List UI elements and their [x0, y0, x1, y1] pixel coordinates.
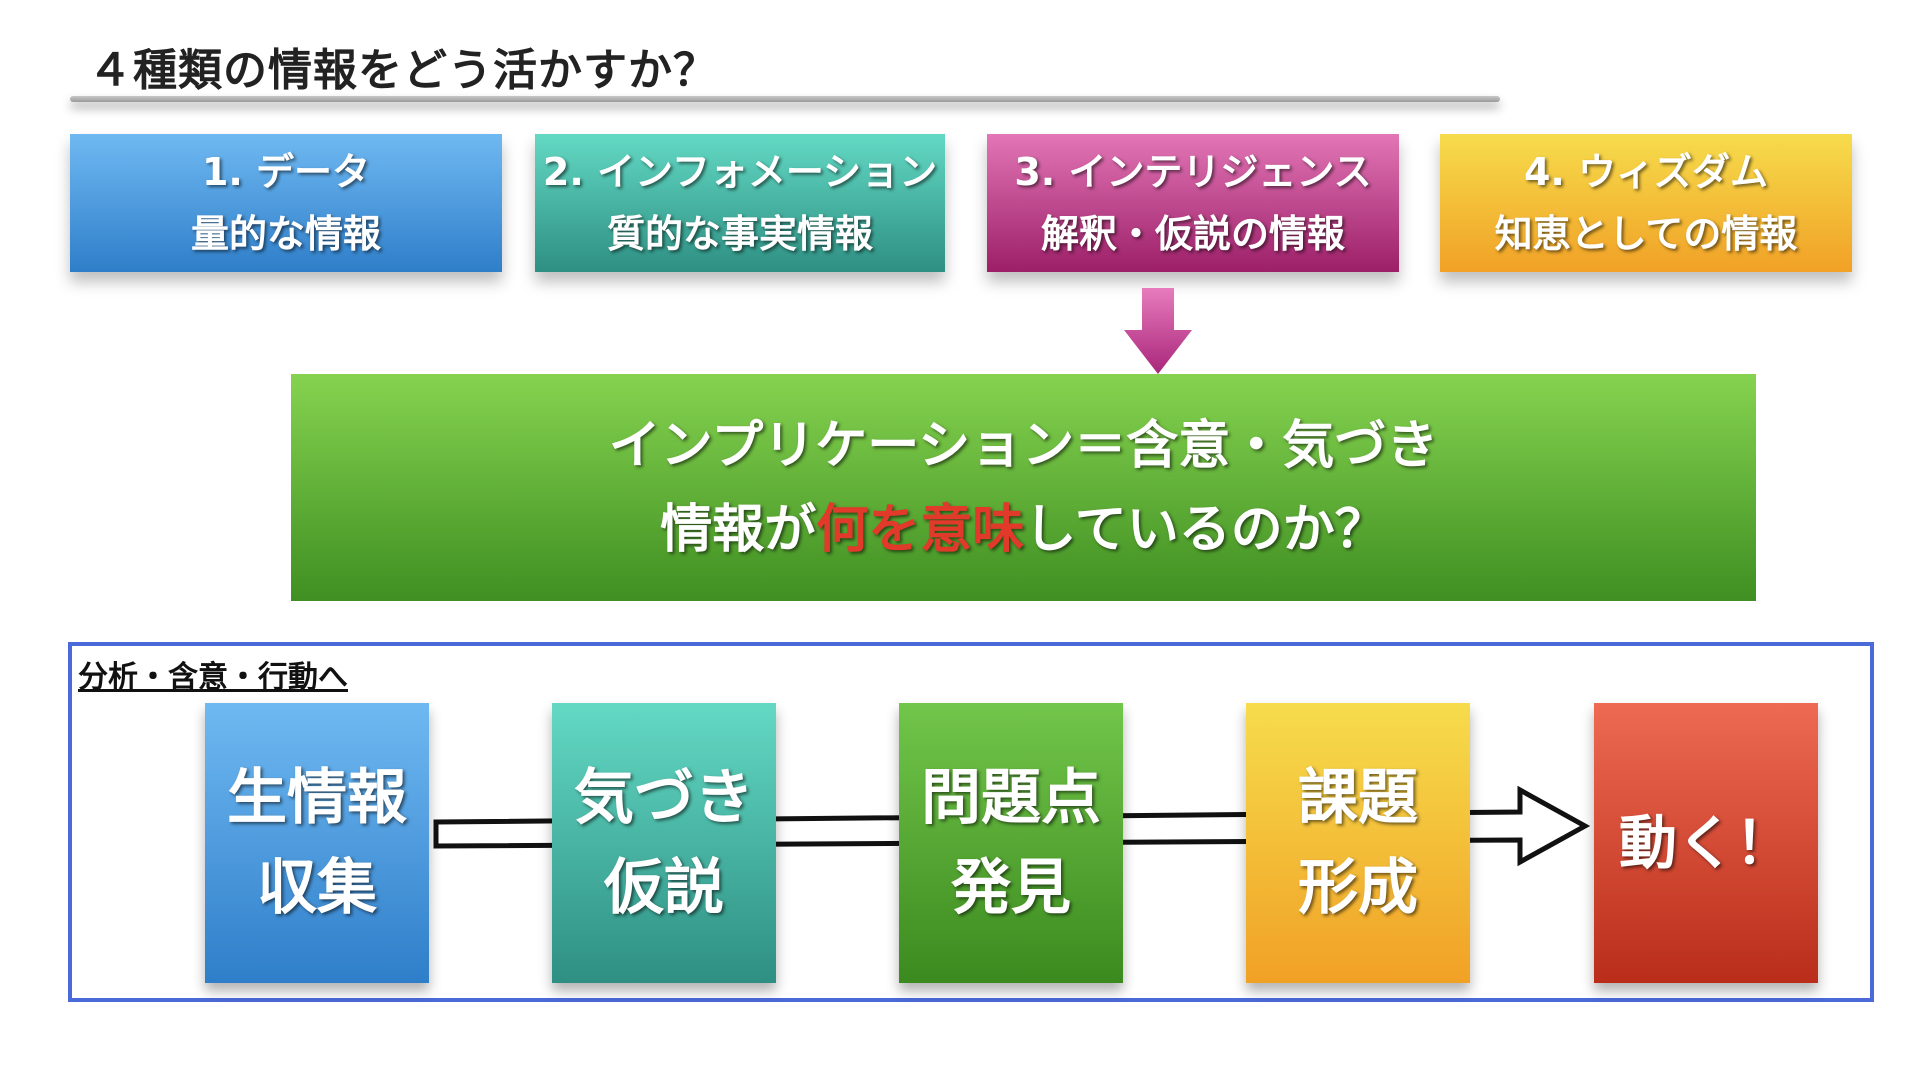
flow-step-problem: 問題点 発見	[899, 703, 1123, 983]
info-type-intelligence: 3. インテリジェンス 解釈・仮説の情報	[987, 134, 1399, 272]
info-type-data-name: 1. データ	[201, 150, 371, 194]
info-type-data: 1. データ 量的な情報	[70, 134, 502, 272]
implication-question-end: しているのか？	[1024, 499, 1387, 560]
flow-step-collect-line1: 生情報	[227, 763, 407, 833]
page-title: ４種類の情報をどう活かすか？	[88, 45, 718, 96]
flow-step-problem-line1: 問題点	[921, 763, 1101, 833]
down-arrow-icon	[1124, 288, 1192, 374]
flow-step-hypothesis-line2: 仮説	[604, 853, 724, 923]
info-type-intelligence-desc: 解釈・仮説の情報	[1040, 212, 1345, 256]
info-type-information-desc: 質的な事実情報	[606, 212, 873, 256]
flow-step-issue-line1: 課題	[1298, 763, 1418, 833]
implication-question-start: 情報が	[660, 499, 817, 560]
info-type-information-name: 2. インフォメーション	[542, 150, 938, 194]
info-type-wisdom-name: 4. ウィズダム	[1523, 150, 1769, 194]
flow-frame	[68, 642, 1874, 1002]
info-type-data-desc: 量的な情報	[190, 212, 381, 256]
implication-highlight: 何を意味	[816, 499, 1025, 560]
flow-step-collect-line2: 収集	[257, 853, 377, 923]
flow-step-issue-line2: 形成	[1298, 853, 1418, 923]
title-underline	[70, 96, 1500, 102]
implication-heading: インプリケーション＝含意・気づき	[608, 415, 1439, 476]
flow-step-act: 動く！	[1594, 703, 1818, 983]
flow-step-hypothesis: 気づき 仮説	[552, 703, 776, 983]
implication-question: 情報が何を意味しているのか？	[660, 488, 1386, 572]
info-type-information: 2. インフォメーション 質的な事実情報	[535, 134, 945, 272]
flow-step-problem-line2: 発見	[951, 853, 1071, 923]
info-type-intelligence-name: 3. インテリジェンス	[1014, 150, 1372, 194]
flow-step-issue: 課題 形成	[1246, 703, 1470, 983]
flow-step-act-line1: 動く！	[1618, 809, 1793, 877]
info-type-wisdom-desc: 知恵としての情報	[1494, 212, 1798, 256]
flow-label: 分析・含意・行動へ	[78, 660, 348, 695]
flow-step-hypothesis-line1: 気づき	[574, 763, 754, 833]
implication-box: インプリケーション＝含意・気づき 情報が何を意味しているのか？	[291, 374, 1756, 601]
flow-step-collect: 生情報 収集	[205, 703, 429, 983]
info-type-wisdom: 4. ウィズダム 知恵としての情報	[1440, 134, 1852, 272]
